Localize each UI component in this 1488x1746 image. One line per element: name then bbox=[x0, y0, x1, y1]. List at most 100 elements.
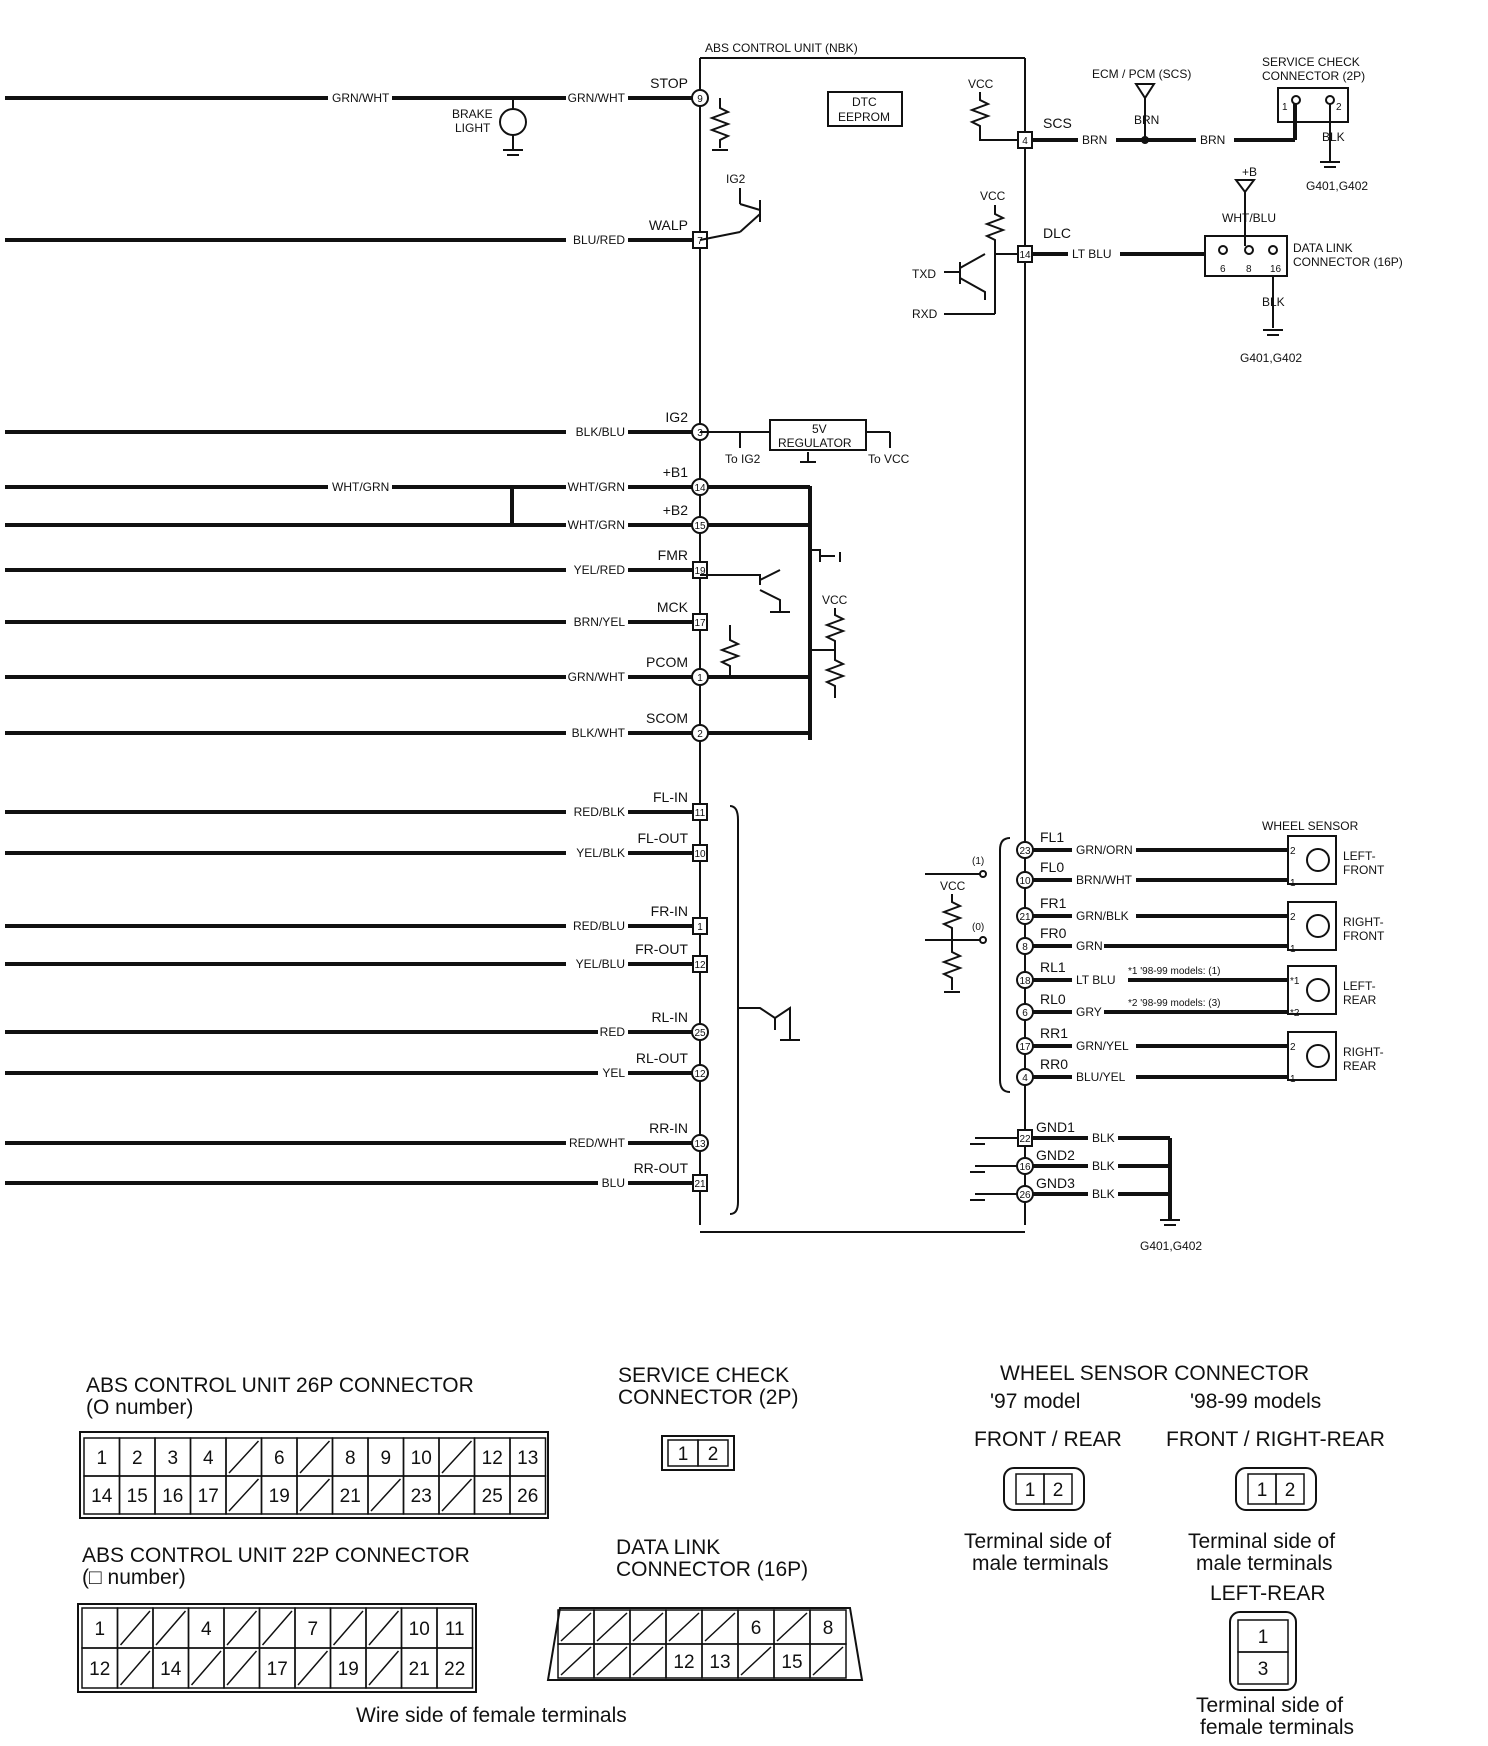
wire-color-fl1: GRN/ORN bbox=[1076, 843, 1133, 857]
dlc16-blank-cell bbox=[632, 1612, 664, 1642]
txd-transistor-icon bbox=[944, 253, 986, 300]
wire-label-bg bbox=[1072, 972, 1128, 988]
pin-gnd3-number: 26 bbox=[1019, 1190, 1031, 1201]
vcc-label-3: VCC bbox=[822, 593, 848, 607]
wire-color-near: GRN/WHT bbox=[568, 670, 626, 684]
ig2-transistor-label: IG2 bbox=[726, 172, 746, 186]
dlc-pin-icon bbox=[1244, 245, 1254, 255]
pin-fr0-number: 8 bbox=[1022, 942, 1028, 953]
c26-cell-number: 9 bbox=[380, 1448, 391, 1469]
wire-label-bg bbox=[1072, 1038, 1136, 1054]
wire-label-bg bbox=[1068, 246, 1120, 262]
pin-dlc-number: 14 bbox=[1019, 250, 1031, 261]
pin-rr-in bbox=[691, 1134, 709, 1152]
wire-label-bg bbox=[566, 669, 628, 685]
signal-gnd3: GND3 bbox=[1036, 1175, 1075, 1191]
c22-blank-cell bbox=[226, 1610, 258, 1646]
c26-cell-number: 19 bbox=[269, 1486, 290, 1507]
signal-fl0: FL0 bbox=[1040, 859, 1064, 875]
vcc-label-4: VCC bbox=[940, 879, 966, 893]
note-1: *1 '98-99 models: (1) bbox=[1128, 966, 1221, 977]
wheel-sensor-name-2: FRONT bbox=[1343, 863, 1385, 877]
wheel-97-label: '97 model bbox=[990, 1390, 1080, 1413]
wheel-pullup-resistor-icon bbox=[941, 894, 963, 990]
input-transistor-icon bbox=[738, 1006, 800, 1041]
c26-blank-cell bbox=[441, 1440, 473, 1474]
wire-side-note: Wire side of female terminals bbox=[356, 1704, 627, 1727]
pcom-resistor-icon bbox=[824, 650, 846, 698]
signal-gnd2: GND2 bbox=[1036, 1147, 1075, 1163]
pin-fl-in-number: 11 bbox=[695, 808, 706, 819]
c22-cell-number: 19 bbox=[338, 1659, 359, 1680]
wheel98-housing bbox=[1235, 1467, 1317, 1511]
c26-cell-number: 26 bbox=[517, 1486, 538, 1507]
c22-blank-cell bbox=[119, 1610, 151, 1646]
wire-label-bg bbox=[598, 1065, 628, 1081]
wire-color-rl0: GRY bbox=[1076, 1005, 1102, 1019]
c22-blank-cell bbox=[368, 1650, 400, 1686]
pin-ig2-number: 3 bbox=[697, 428, 703, 439]
wire-label-bg bbox=[566, 956, 628, 972]
dtc-label: DTC bbox=[852, 95, 877, 109]
dlc-supply: +B bbox=[1242, 165, 1257, 179]
unit-title: ABS CONTROL UNIT (NBK) bbox=[705, 41, 858, 55]
wire-color-scs: BRN bbox=[1082, 133, 1107, 147]
wire-label-bg bbox=[566, 517, 628, 533]
dlc-conn-title-2: CONNECTOR (16P) bbox=[616, 1558, 808, 1581]
wire-color-near: RED/BLK bbox=[574, 805, 625, 819]
signal-+b2: +B2 bbox=[663, 502, 689, 518]
wire-label-bg bbox=[1088, 1130, 1118, 1146]
pin-fr1-number: 21 bbox=[1019, 912, 1031, 923]
wire-label-bg bbox=[1072, 1004, 1104, 1020]
signal-scs: SCS bbox=[1043, 115, 1072, 131]
signal-rl1: RL1 bbox=[1040, 959, 1066, 975]
c26-cell-number: 6 bbox=[274, 1448, 285, 1469]
dlc-pin-8: 8 bbox=[1246, 264, 1252, 275]
regulator-label-1: 5V bbox=[812, 422, 827, 436]
wheel97-male-2: male terminals bbox=[972, 1552, 1109, 1575]
wheel98-male-1: Terminal side of bbox=[1188, 1530, 1335, 1553]
signal-fl-out: FL-OUT bbox=[637, 830, 688, 846]
pin-scom-number: 2 bbox=[697, 729, 703, 740]
c22-cell bbox=[436, 1647, 474, 1689]
pin-rr-in-number: 13 bbox=[694, 1139, 706, 1150]
pin-pcom-number: 1 bbox=[697, 673, 703, 684]
relay-icon bbox=[810, 549, 841, 562]
wheel-sensor-box bbox=[1287, 1031, 1337, 1081]
wire-color-far: WHT/GRN bbox=[332, 480, 389, 494]
wheel97-cell-number: 2 bbox=[1053, 1480, 1064, 1501]
signal-walp: WALP bbox=[649, 217, 688, 233]
c26-blank-cell bbox=[299, 1478, 331, 1512]
c22-cell-number: 10 bbox=[409, 1619, 430, 1640]
wire-label-bg bbox=[566, 1135, 628, 1151]
pin-fr-in bbox=[692, 917, 708, 935]
scs-pullup-resistor-icon bbox=[969, 92, 1025, 141]
wire-color-near: BLU/RED bbox=[573, 233, 625, 247]
ecm-arrow-icon bbox=[1134, 83, 1156, 100]
c26-cell-number: 17 bbox=[198, 1486, 219, 1507]
c22-cell-number: 12 bbox=[89, 1659, 110, 1680]
dlc-supply-wire: WHT/BLU bbox=[1222, 211, 1276, 225]
c26-cell-number: 14 bbox=[91, 1486, 113, 1507]
wheel-sensor-pin-a: 2 bbox=[1290, 1042, 1296, 1053]
wire-color-near: RED/WHT bbox=[569, 1136, 626, 1150]
wire-color-fr0: GRN bbox=[1076, 939, 1103, 953]
wire-color-near: YEL/RED bbox=[574, 563, 626, 577]
c26-cell-number: 15 bbox=[127, 1486, 148, 1507]
sense-terminal-icon bbox=[979, 870, 987, 878]
c26-cell-number: 16 bbox=[162, 1486, 183, 1507]
wheel98-cell-number: 1 bbox=[1257, 1480, 1268, 1501]
pin-+b2-number: 15 bbox=[694, 521, 706, 532]
wire-label-bg bbox=[566, 804, 628, 820]
signal-fr1: FR1 bbox=[1040, 895, 1067, 911]
pin-walp-number: 7 bbox=[697, 236, 703, 247]
signal-fmr: FMR bbox=[658, 547, 688, 563]
pin-+b1-number: 14 bbox=[694, 483, 706, 494]
to-vcc-label: To VCC bbox=[868, 452, 910, 466]
pin-rl-out-number: 12 bbox=[694, 1069, 706, 1080]
dlc-blk: BLK bbox=[1262, 295, 1285, 309]
wire-color-near: BLK/WHT bbox=[572, 726, 626, 740]
signal-rl0: RL0 bbox=[1040, 991, 1066, 1007]
c22-sub: (□ number) bbox=[82, 1566, 186, 1589]
wire-color-near: BRN/YEL bbox=[574, 615, 626, 629]
